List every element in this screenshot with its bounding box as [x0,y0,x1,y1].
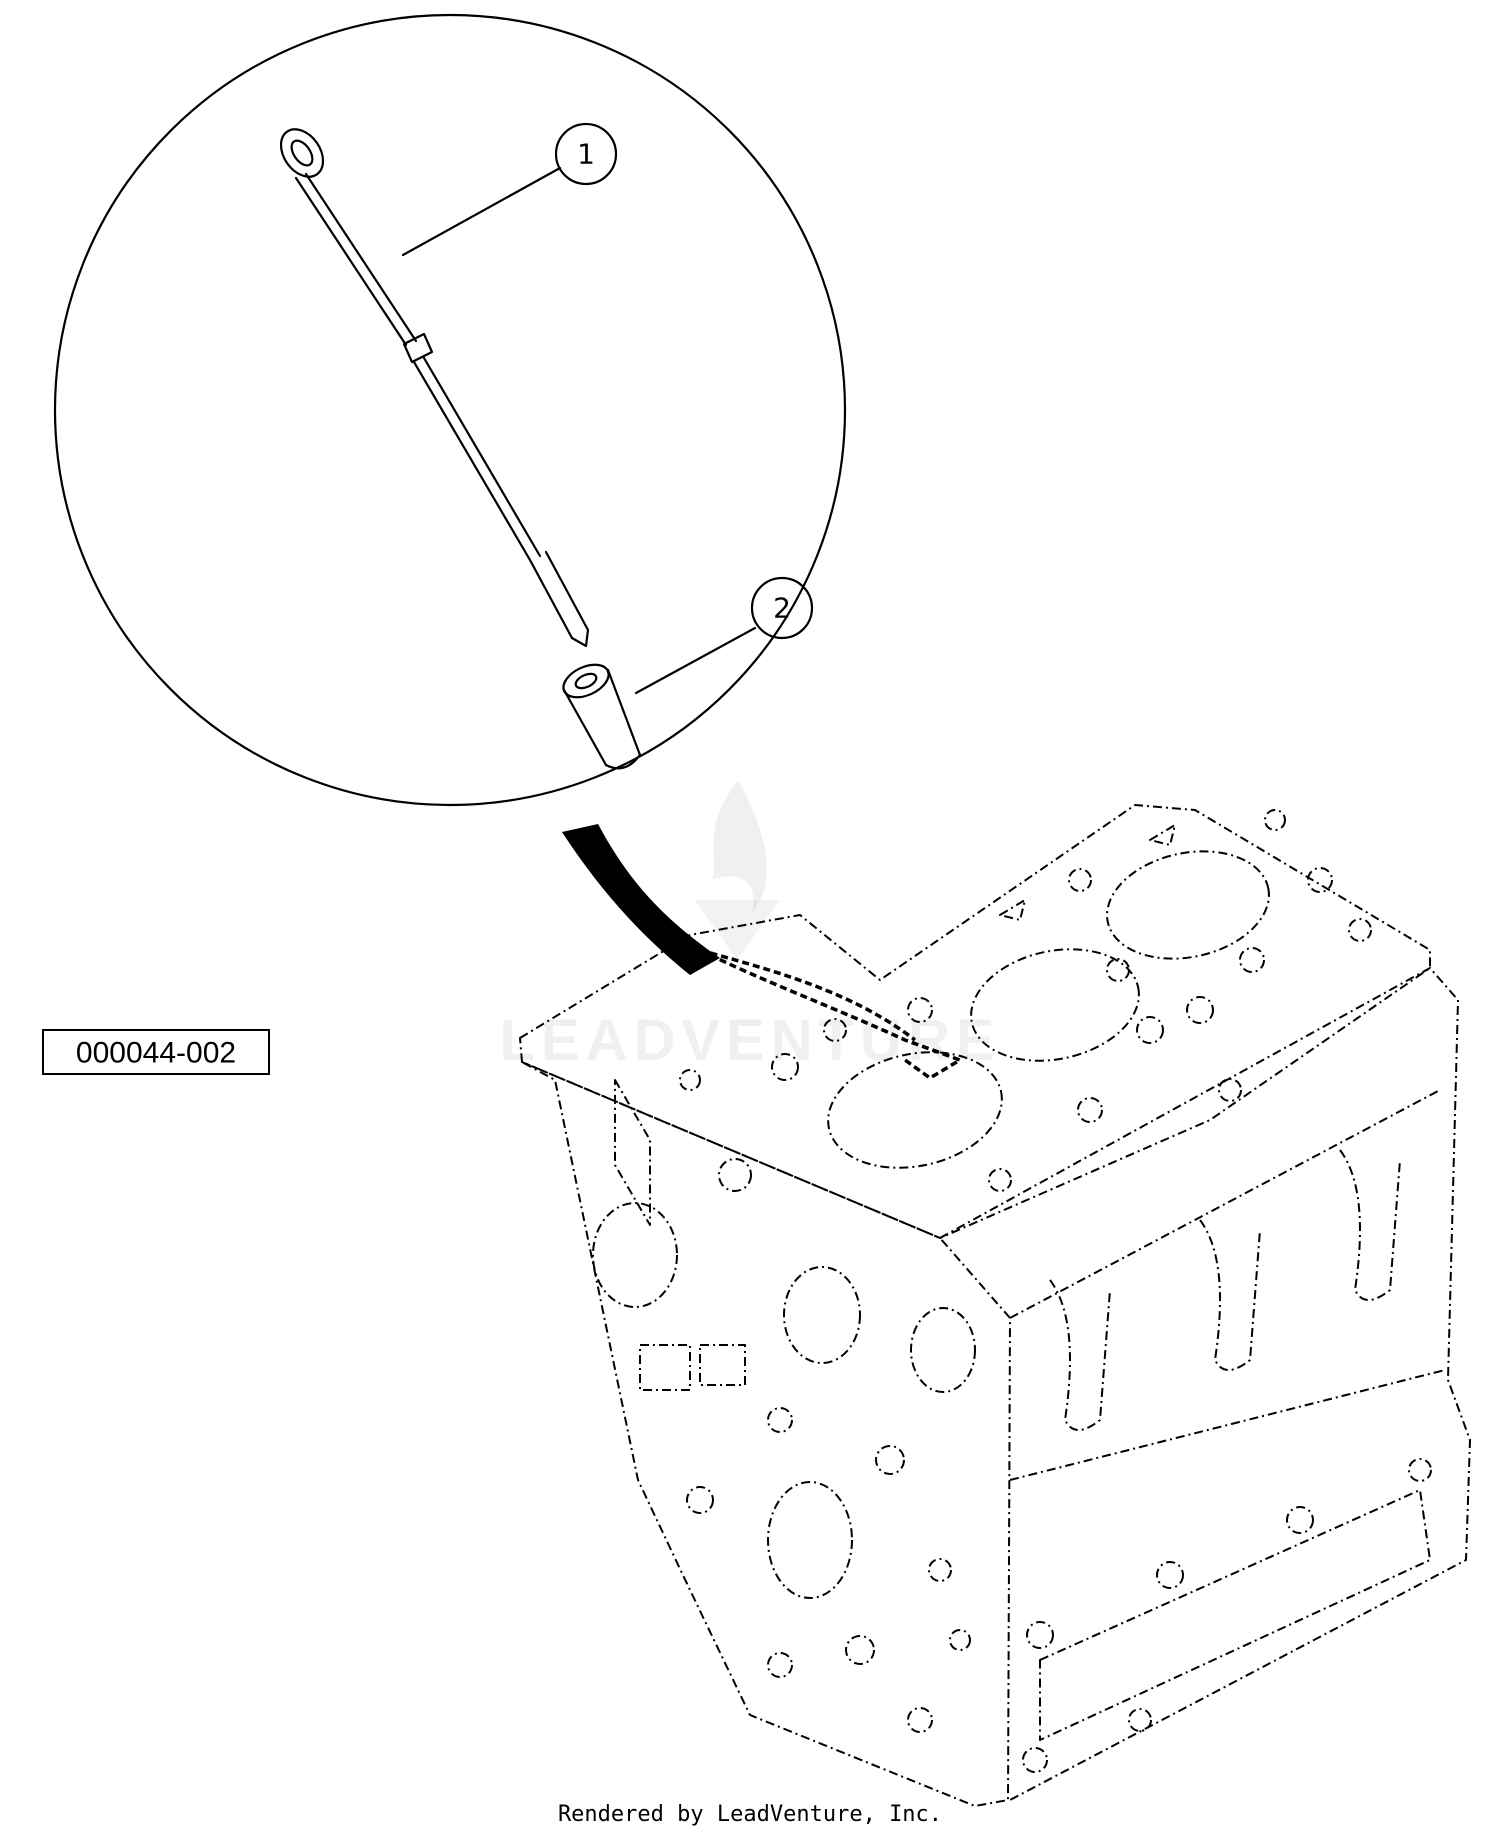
callout-2-label: 2 [773,592,791,625]
leader-line-2 [634,626,757,695]
figure-reference-box [42,1029,270,1075]
callout-2[interactable]: 2 [634,576,814,695]
dipstick-guide-part [562,663,642,770]
dipstick-hidden-line [699,948,965,1081]
detail-connector [562,824,720,975]
watermark-flame-icon [712,780,767,912]
callout-1-circle [554,122,618,186]
figure-reference: 000044-002 [42,1029,270,1075]
dipstick-part [279,128,590,648]
callout-1-label: 1 [577,138,595,171]
engine-block [519,804,1471,1807]
watermark-v-icon [695,900,780,960]
detail-view: 1 2 [53,13,847,807]
watermark-text: LEADVENTURE [499,1008,1000,1073]
dipstick-hidden-line-2 [699,948,917,1042]
callout-1[interactable]: 1 [401,122,618,257]
footer-credit: Rendered by LeadVenture, Inc. [557,1802,943,1827]
figure-reference-label: 000044-002 [76,1037,236,1070]
callout-2-circle [750,576,814,640]
leader-line-1 [401,166,562,257]
watermark: LEADVENTURE [499,780,1000,1073]
